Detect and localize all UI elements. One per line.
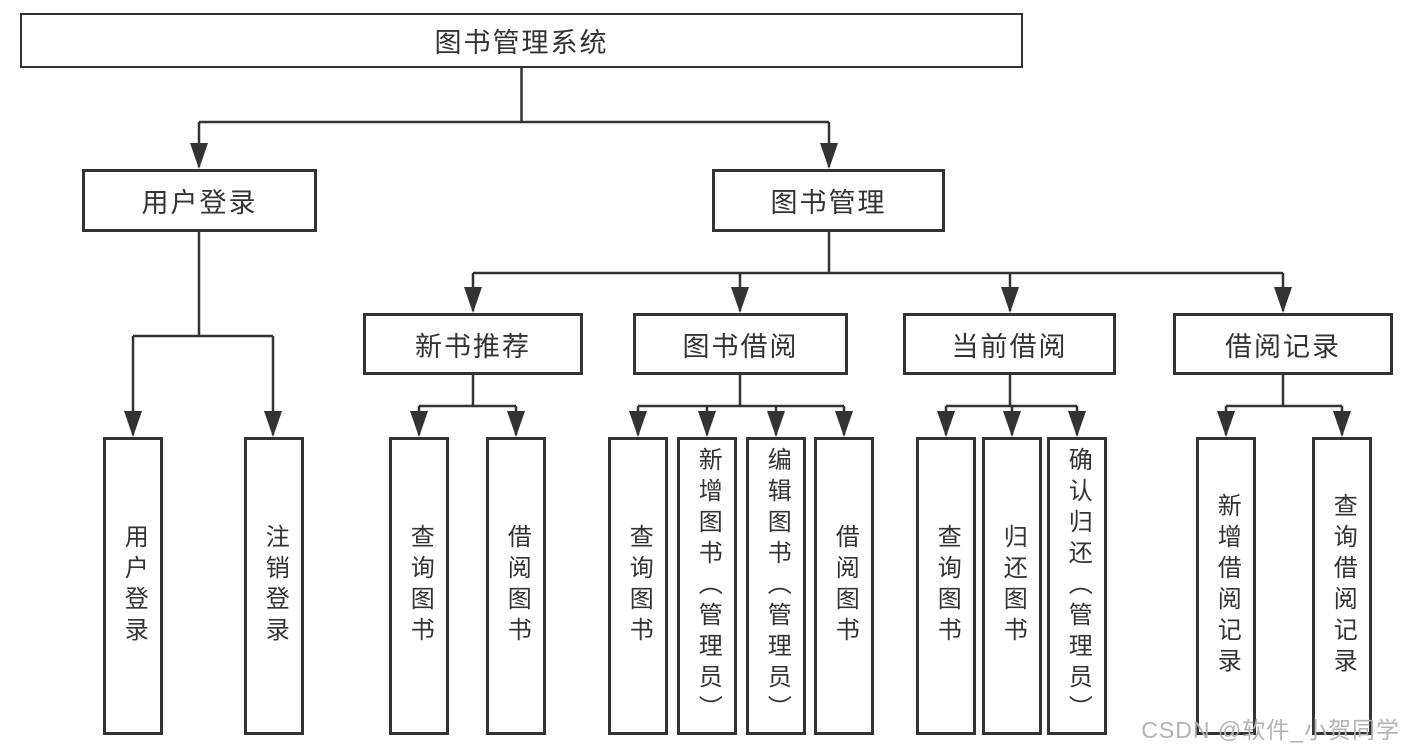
node-current-borrowing: 当前借阅 xyxy=(903,313,1116,375)
leaf-edit-book-admin-label: 编辑图书（管理员） xyxy=(763,446,791,726)
leaf-query-borrow-record: 查询借阅记录 xyxy=(1312,437,1372,735)
node-user-login-label: 用户登录 xyxy=(141,188,258,218)
node-user-login: 用户登录 xyxy=(82,169,317,232)
leaf-return-book: 归还图书 xyxy=(982,437,1042,735)
leaf-add-borrow-record: 新增借阅记录 xyxy=(1196,437,1256,735)
leaf-confirm-return-admin-label: 确认归还（管理员） xyxy=(1064,446,1092,726)
leaf-query-books-borrowing-label: 查询图书 xyxy=(625,524,653,648)
leaf-return-book-label: 归还图书 xyxy=(999,524,1027,648)
node-book-management: 图书管理 xyxy=(712,169,945,232)
node-book-borrowing: 图书借阅 xyxy=(633,313,848,375)
leaf-confirm-return-admin: 确认归还（管理员） xyxy=(1047,437,1107,735)
leaf-borrow-books-recommend-label: 借阅图书 xyxy=(503,524,531,648)
node-borrowing-records: 借阅记录 xyxy=(1173,313,1393,375)
leaf-query-books-current: 查询图书 xyxy=(916,437,976,735)
leaf-query-books-recommend-label: 查询图书 xyxy=(406,524,434,648)
leaf-logout: 注销登录 xyxy=(244,437,304,735)
leaf-query-books-borrowing: 查询图书 xyxy=(608,437,668,735)
leaf-logout-label: 注销登录 xyxy=(261,524,289,648)
leaf-borrow-books-recommend: 借阅图书 xyxy=(486,437,546,735)
leaf-query-borrow-record-label: 查询借阅记录 xyxy=(1329,493,1357,679)
node-book-borrowing-label: 图书借阅 xyxy=(682,331,799,362)
leaf-query-books-recommend: 查询图书 xyxy=(389,437,449,735)
csdn-watermark: CSDN @软件_小贺同学 xyxy=(1141,717,1400,743)
connector-segments xyxy=(131,68,1344,435)
node-borrowing-records-label: 借阅记录 xyxy=(1225,331,1341,362)
leaf-add-book-admin: 新增图书（管理员） xyxy=(677,437,737,735)
leaf-user-login-label: 用户登录 xyxy=(120,524,148,648)
node-current-borrowing-label: 当前借阅 xyxy=(951,331,1068,362)
leaf-query-books-current-label: 查询图书 xyxy=(933,524,961,648)
node-library-management-system: 图书管理系统 xyxy=(20,13,1023,68)
node-library-management-system-label: 图书管理系统 xyxy=(434,28,609,58)
leaf-add-borrow-record-label: 新增借阅记录 xyxy=(1213,493,1241,679)
leaf-add-book-admin-label: 新增图书（管理员） xyxy=(694,446,722,726)
node-new-book-recommendation: 新书推荐 xyxy=(363,313,583,375)
arrowheads xyxy=(124,143,1351,437)
leaf-borrow-books-borrowing-label: 借阅图书 xyxy=(831,524,859,648)
node-new-book-recommendation-label: 新书推荐 xyxy=(415,331,531,362)
leaf-borrow-books-borrowing: 借阅图书 xyxy=(814,437,874,735)
leaf-user-login: 用户登录 xyxy=(103,437,163,735)
node-book-management-label: 图书管理 xyxy=(770,188,887,218)
leaf-edit-book-admin: 编辑图书（管理员） xyxy=(746,437,806,735)
